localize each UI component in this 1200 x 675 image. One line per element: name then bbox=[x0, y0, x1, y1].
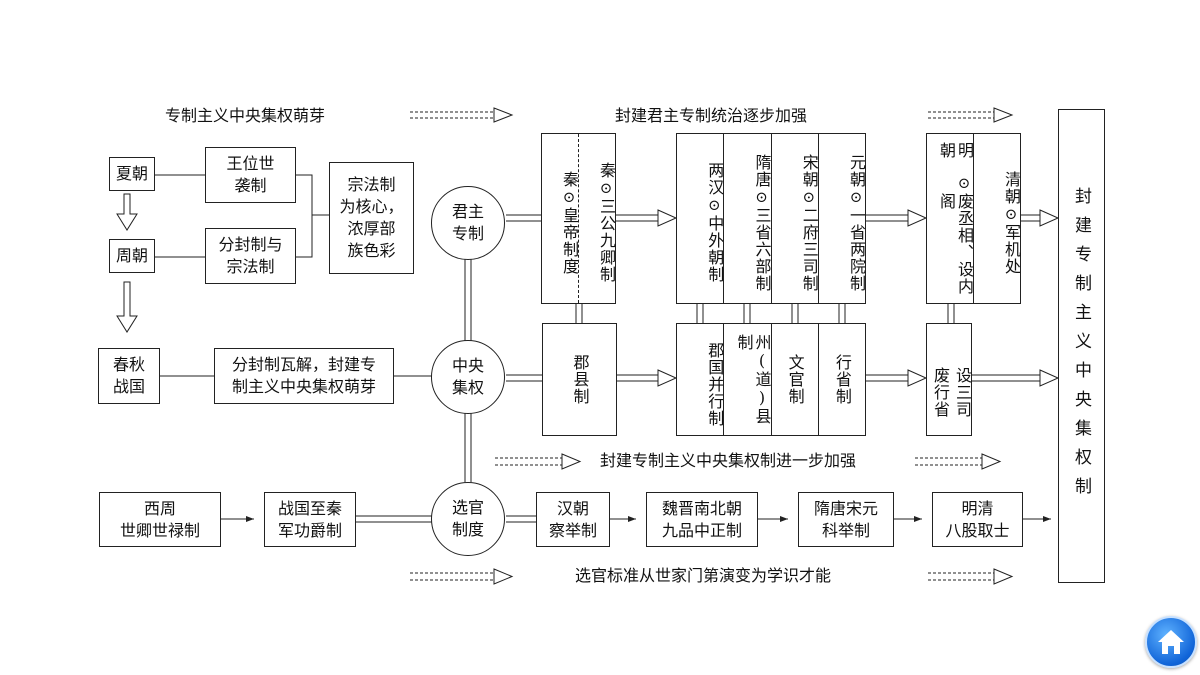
node-keju: 隋唐宋元 科举制 bbox=[798, 492, 894, 547]
hub-xuanguan: 选官 制度 bbox=[431, 482, 505, 556]
node-ming-qing-monarchy: 明朝 ⊙ 废丞相、设内阁 清朝 ⊙ 军机处 bbox=[926, 133, 1021, 304]
node-han-yuan-monarchy: 两汉 ⊙ 中外朝制 隋唐 ⊙ 三省六部制 宋朝 ⊙ 二府三司制 元朝 ⊙ 一省两… bbox=[676, 133, 866, 304]
node-jungong: 战国至秦 军功爵制 bbox=[264, 492, 356, 547]
item-emperor-system: 皇帝制度 bbox=[560, 206, 579, 275]
col-qing: 清朝 ⊙ 军机处 bbox=[973, 134, 1021, 303]
col-wenguan: 文官制 bbox=[770, 324, 818, 435]
node-jiupin: 魏晋南北朝 九品中正制 bbox=[646, 492, 758, 547]
circle-chevron-down-icon: ⊙ bbox=[1002, 204, 1020, 224]
col-qin-emperor: 秦 ⊙ 皇帝制度 bbox=[542, 134, 579, 303]
circle-chevron-down-icon: ⊙ bbox=[847, 187, 865, 207]
node-shiqing: 西周 世卿世禄制 bbox=[99, 492, 221, 547]
era-yuan: 元朝 bbox=[847, 153, 866, 188]
item-neige: 废丞相、设内阁 bbox=[937, 192, 974, 295]
col-she-sansi: 设三司 bbox=[953, 367, 972, 418]
label-strengthen: 封建君主专制统治逐步加强 bbox=[615, 106, 808, 125]
home-button[interactable] bbox=[1145, 616, 1197, 668]
era-suitang: 隋唐 bbox=[752, 153, 772, 188]
circle-chevron-down-icon: ⊙ bbox=[705, 196, 724, 215]
node-wajie: 分封制瓦解，封建专 制主义中央集权萌芽 bbox=[214, 348, 394, 404]
col-junxian: 郡县制 bbox=[570, 354, 590, 405]
node-central-han-yuan: 郡国并行制 州(道)县制 文官制 行省制 bbox=[676, 323, 866, 436]
node-zongfa: 宗法制 为核心， 浓厚部 族色彩 bbox=[329, 162, 414, 274]
hub-zhongyang: 中央 集权 bbox=[431, 340, 505, 414]
circle-chevron-down-icon: ⊙ bbox=[799, 187, 818, 207]
node-zhou: 周朝 bbox=[109, 239, 155, 273]
node-fenfeng: 分封制与 宗法制 bbox=[205, 228, 296, 284]
circle-chevron-down-icon: ⊙ bbox=[560, 187, 578, 207]
col-junguo: 郡国并行制 bbox=[705, 342, 725, 427]
col-ming: 明朝 ⊙ 废丞相、设内阁 bbox=[927, 134, 974, 303]
label-selection-trend: 选官标准从世家门第演变为学识才能 bbox=[575, 566, 832, 585]
node-qin-monarchy: 秦 ⊙ 皇帝制度 秦 ⊙ 三公九卿制 bbox=[541, 133, 616, 304]
era-ming: 明朝 bbox=[937, 142, 974, 159]
node-bagu: 明清 八股取士 bbox=[932, 492, 1023, 547]
era-han: 两汉 bbox=[705, 162, 725, 196]
col-song: 宋朝 ⊙ 二府三司制 bbox=[770, 134, 819, 303]
era-qin: 秦 bbox=[560, 170, 579, 188]
node-xia: 夏朝 bbox=[109, 157, 155, 191]
col-fei-xingsheng: 废行省 bbox=[931, 367, 950, 418]
label-further: 封建专制主义中央集权制进一步加强 bbox=[600, 451, 857, 470]
node-chaju: 汉朝 察举制 bbox=[536, 492, 610, 547]
col-suitang: 隋唐 ⊙ 三省六部制 bbox=[723, 134, 772, 303]
col-yuan: 元朝 ⊙ 一省两院制 bbox=[817, 134, 866, 303]
label-sprout: 专制主义中央集权萌芽 bbox=[165, 106, 326, 125]
col-xingsheng: 行省制 bbox=[817, 324, 865, 435]
node-central-ming-qing: 设三司 废行省 bbox=[926, 323, 972, 436]
item-sangong: 三公九卿制 bbox=[597, 198, 616, 283]
item-yisheng: 一省两院制 bbox=[847, 206, 866, 292]
era-qin-2: 秦 bbox=[597, 162, 616, 179]
circle-chevron-down-icon: ⊙ bbox=[955, 173, 973, 193]
circle-chevron-down-icon: ⊙ bbox=[752, 187, 771, 207]
col-qin-sangong: 秦 ⊙ 三公九卿制 bbox=[578, 134, 616, 303]
hub-junzhu: 君主 专制 bbox=[431, 186, 505, 260]
conclusion-box: 封建专制主义中央集权制 bbox=[1058, 109, 1105, 583]
item-zhongwai: 中外朝制 bbox=[705, 215, 725, 283]
item-erfu: 二府三司制 bbox=[799, 206, 819, 292]
node-wangwei: 王位世 袭制 bbox=[205, 147, 296, 203]
item-sansheng: 三省六部制 bbox=[752, 206, 772, 292]
node-chunqiu: 春秋 战国 bbox=[98, 348, 160, 404]
col-han: 两汉 ⊙ 中外朝制 bbox=[677, 134, 725, 303]
col-zhoudao: 州(道)县制 bbox=[723, 324, 772, 435]
era-song: 宋朝 bbox=[799, 153, 819, 188]
era-qing: 清朝 bbox=[1002, 170, 1021, 205]
circle-chevron-down-icon: ⊙ bbox=[597, 179, 615, 198]
item-junjichu: 军机处 bbox=[1002, 223, 1021, 275]
node-junxian: 郡县制 bbox=[542, 323, 617, 436]
home-icon bbox=[1158, 630, 1184, 654]
